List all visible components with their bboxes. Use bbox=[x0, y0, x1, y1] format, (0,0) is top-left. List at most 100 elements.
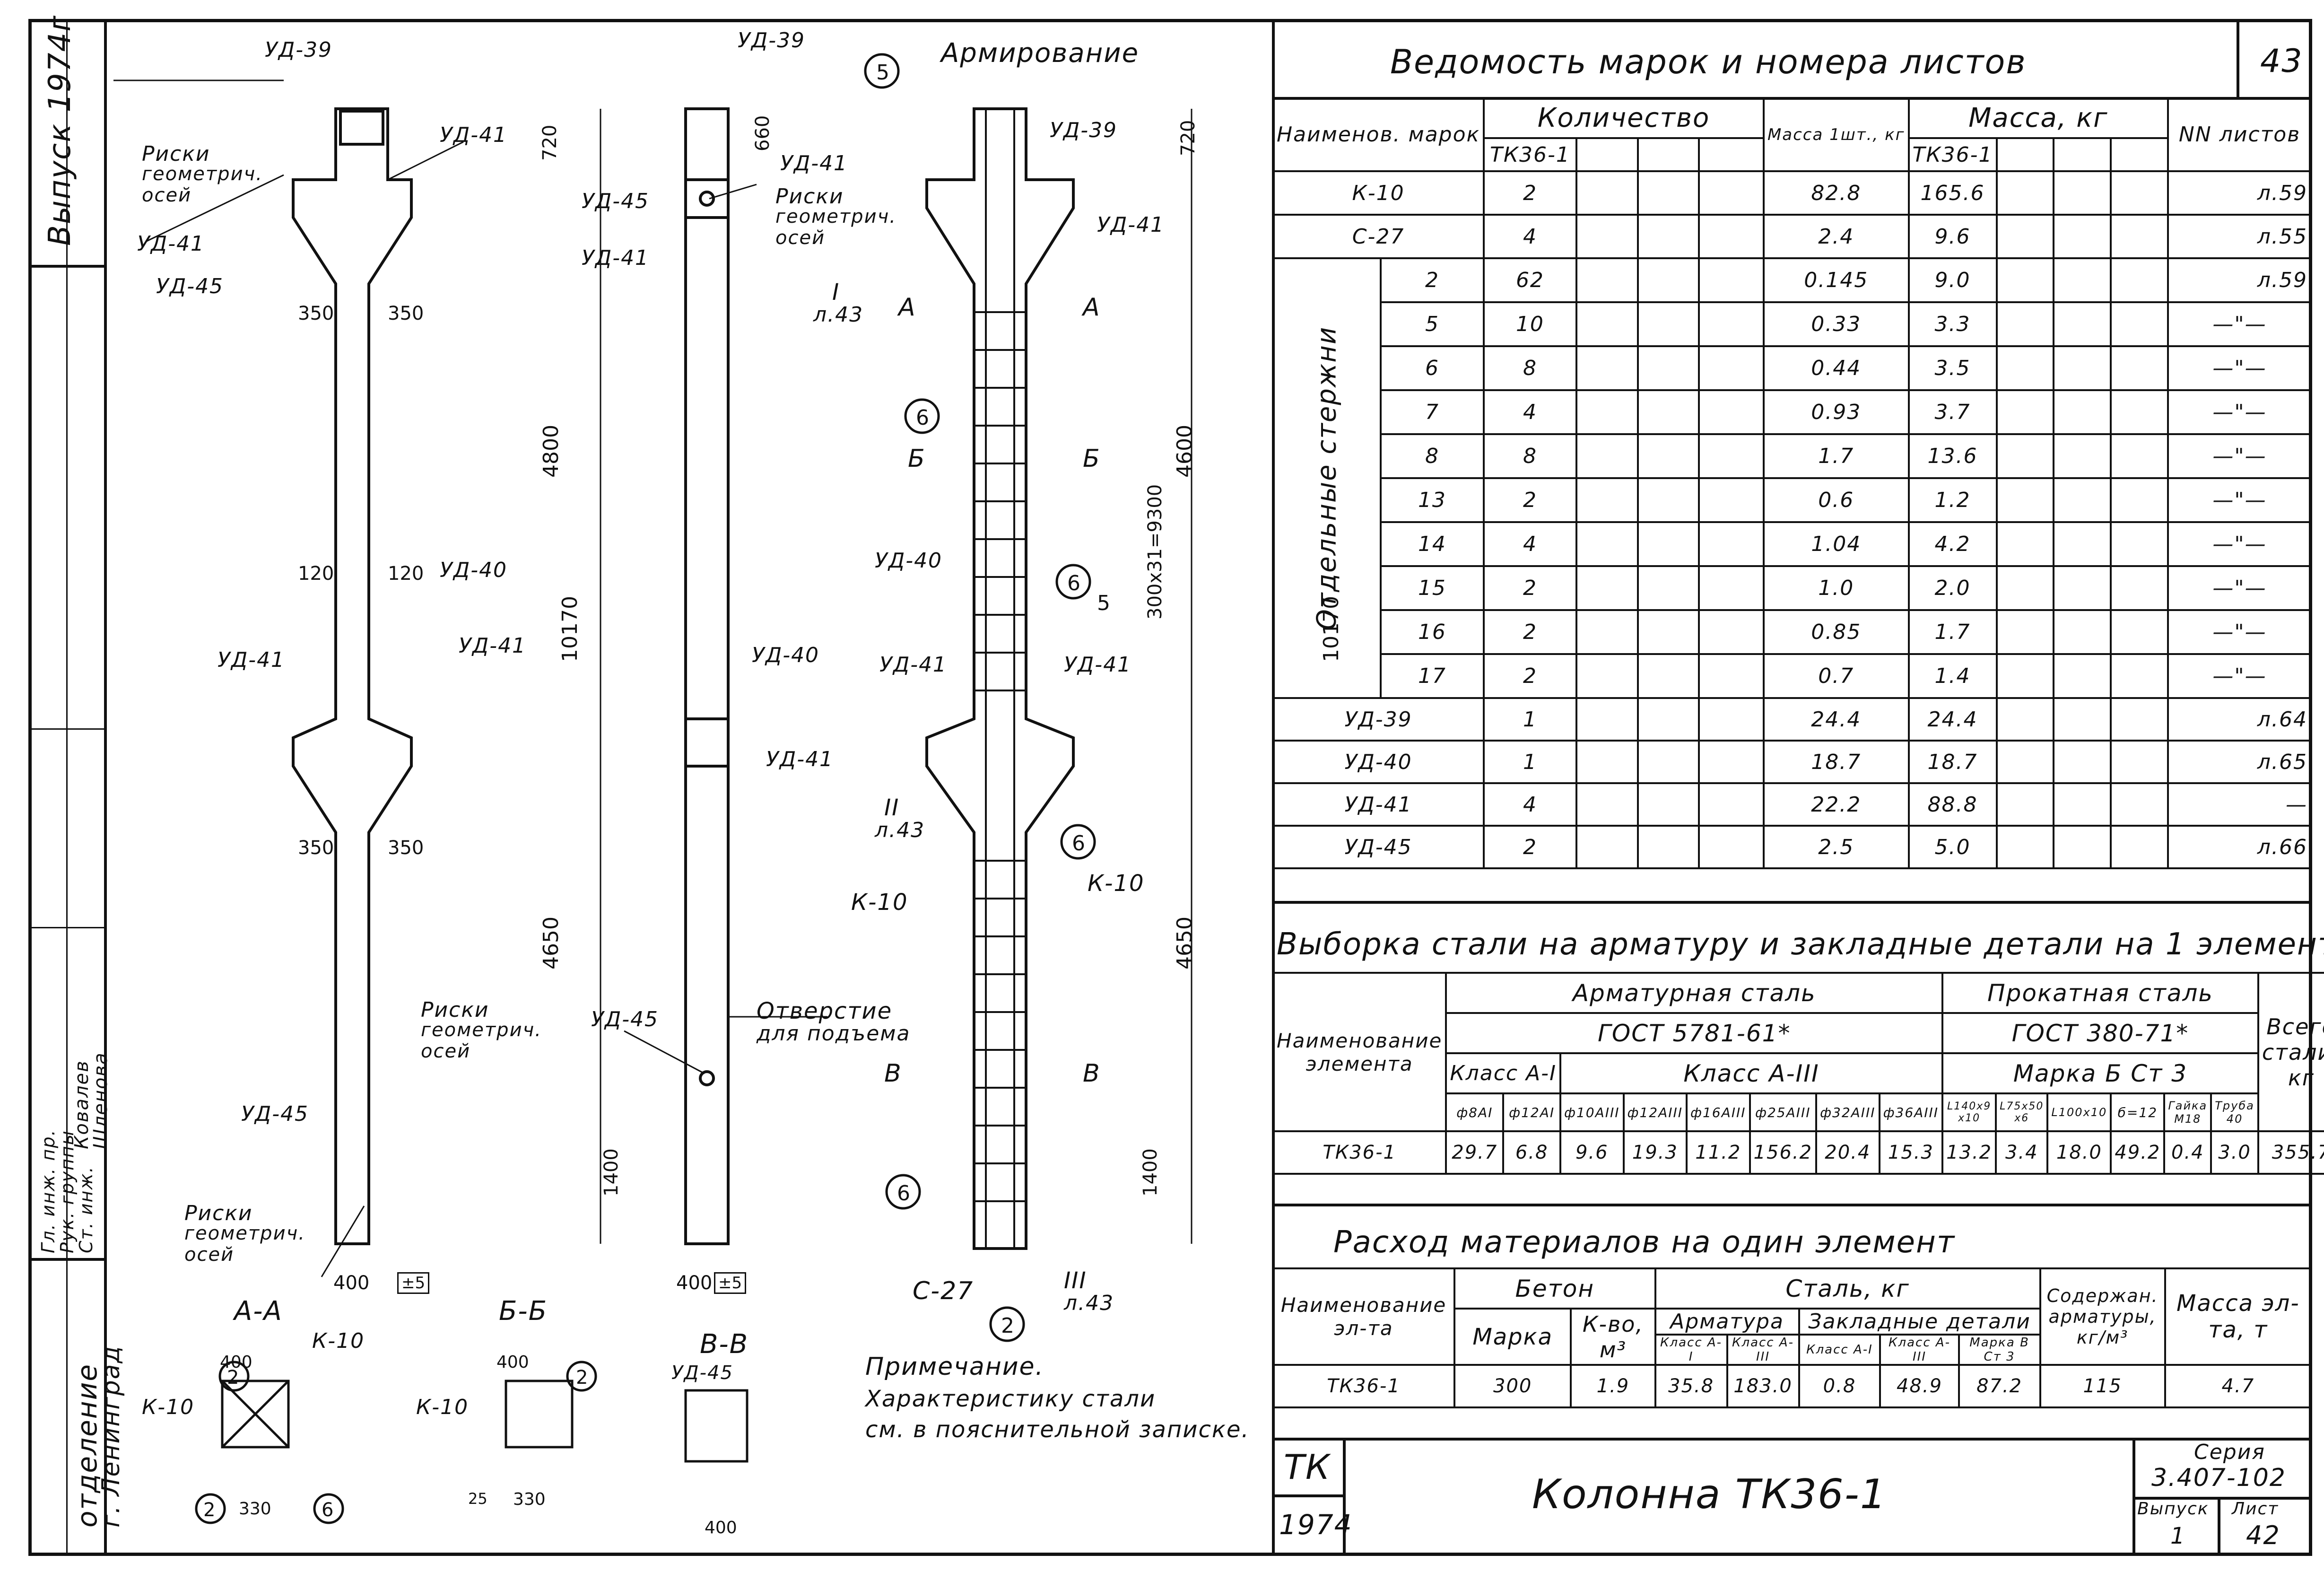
label-k10-r: К-10 bbox=[1088, 870, 1145, 897]
label-ud39-side: УД-39 bbox=[738, 28, 806, 52]
pos-6-a: 6 bbox=[916, 406, 929, 430]
stamp-year: 1974 bbox=[1279, 1509, 1353, 1541]
column-front-outline bbox=[292, 107, 413, 1245]
dim-400-front: 400 bbox=[333, 1272, 370, 1294]
rashod-title: Расход материалов на один элемент bbox=[1333, 1225, 1956, 1260]
dim-1400-arm: 1400 bbox=[1140, 1148, 1161, 1196]
label-ud45-vv: УД-45 bbox=[671, 1362, 733, 1384]
axis-mark bbox=[699, 191, 715, 207]
table-row: 15 2 1.0 2.0 —"— bbox=[1273, 565, 2312, 611]
section-vv-title: В-В bbox=[700, 1329, 749, 1360]
pos-2: 2 bbox=[1001, 1314, 1014, 1338]
table-row: С-27 4 2.4 9.6 л.55 bbox=[1271, 214, 2312, 259]
dim-350-c: 350 bbox=[298, 837, 334, 859]
pos-5-mid: 5 bbox=[1097, 591, 1110, 615]
table-row: 17 2 0.7 1.4 —"— bbox=[1273, 653, 2312, 699]
label-riski-bottom-2: геометрич. bbox=[184, 1223, 305, 1244]
sheet-number-border bbox=[2237, 19, 2239, 97]
label-sec-i: I bbox=[832, 279, 840, 306]
stamp-row-border bbox=[2133, 1497, 2312, 1500]
role-1: Гл. инж. пр. bbox=[38, 1129, 59, 1253]
vyborka-h-class1: Класс А-I bbox=[1445, 1052, 1562, 1094]
dim-300x31: 300х31=9300 bbox=[1144, 484, 1166, 620]
sidebar-divider bbox=[28, 1258, 104, 1261]
label-sec-ii: II bbox=[884, 795, 900, 821]
vyborka-h-prokat: Прокатная сталь bbox=[1941, 972, 2259, 1014]
dim-1400: 1400 bbox=[601, 1148, 622, 1196]
group-label: Отдельные стержни bbox=[1311, 326, 1342, 630]
label-sec-iii: III bbox=[1064, 1267, 1087, 1294]
note-line-1: Характеристику стали bbox=[865, 1386, 1156, 1412]
rashod-h-massa: Масса эл-та, т bbox=[2164, 1267, 2313, 1366]
vyborka-h-class3: Класс А-III bbox=[1559, 1052, 1944, 1094]
section-vv bbox=[684, 1389, 749, 1463]
group-cell: Отдельные стержни bbox=[1272, 257, 1382, 699]
note-title: Примечание. bbox=[865, 1353, 1044, 1381]
rashod-h-marka: Марка bbox=[1454, 1308, 1572, 1366]
label-sec-ii-ref: л.43 bbox=[875, 818, 925, 842]
cut-a-left: А bbox=[898, 293, 916, 322]
column-drawings bbox=[113, 53, 1192, 1524]
pos-2-aa: 2 bbox=[227, 1367, 239, 1389]
armirovanie-title: Армирование bbox=[941, 38, 1140, 69]
table-row: Отдельные стержни 2 62 0.145 9.0 л.59 bbox=[1272, 257, 2312, 699]
stamp-row-border bbox=[1272, 1494, 1343, 1497]
table-row: УД-41 4 22.2 88.8 — bbox=[1271, 782, 2312, 827]
vedomost-title: Ведомость марок и номера листов bbox=[1390, 43, 2027, 81]
stamp-title: Колонна ТК36-1 bbox=[1532, 1471, 1887, 1518]
label-ud39: УД-39 bbox=[265, 38, 333, 62]
dim-660: 660 bbox=[752, 115, 774, 151]
pos-5-top: 5 bbox=[876, 61, 889, 85]
dim-4650: 4650 bbox=[539, 917, 563, 969]
cut-b-right: Б bbox=[1083, 445, 1101, 473]
sidebar-border bbox=[104, 19, 107, 1556]
vyborka-h-gost1: ГОСТ 5781-61* bbox=[1445, 1012, 1944, 1054]
label-riski-2: геометрич. bbox=[142, 163, 263, 185]
dim-400-vv: 400 bbox=[705, 1518, 737, 1537]
dim-400-aa: 400 bbox=[220, 1353, 252, 1372]
pos-2-bb: 2 bbox=[576, 1367, 588, 1389]
sheet-number: 43 bbox=[2260, 43, 2303, 80]
vyborka-h-name: Наименование элемента bbox=[1271, 972, 1447, 1132]
column-reinforcement-outline bbox=[925, 107, 1075, 1250]
rashod-table: Наименование эл-та Бетон Сталь, кг Содер… bbox=[1271, 1267, 2313, 1408]
table-row: 6 8 0.44 3.5 —"— bbox=[1273, 345, 2312, 391]
role-3: Ст. инж. bbox=[76, 1166, 96, 1253]
pos-6-d: 6 bbox=[897, 1181, 910, 1205]
section-aa-title: А-А bbox=[234, 1296, 283, 1327]
column-side-outline bbox=[684, 107, 730, 1245]
stamp-seria-label: Серия bbox=[2194, 1440, 2265, 1464]
cut-v-left: В bbox=[884, 1059, 902, 1088]
dim-4800: 4800 bbox=[539, 425, 563, 478]
label-riski-low-2: геометрич. bbox=[421, 1019, 542, 1041]
col-header-name: Наименов. марок bbox=[1271, 97, 1485, 172]
label-ud41-arm-mid-r: УД-41 bbox=[1064, 653, 1132, 677]
dim-120-a: 120 bbox=[298, 563, 334, 585]
pos-6-b: 6 bbox=[1067, 571, 1080, 595]
table-row: УД-39 1 24.4 24.4 л.64 bbox=[1271, 697, 2312, 742]
section-divider bbox=[1272, 1204, 2312, 1206]
vedomost-table: Наименов. марок Количество Масса 1шт., к… bbox=[1271, 97, 2312, 869]
vyborka-h-marka: Марка Б Ст 3 bbox=[1941, 1052, 2259, 1094]
label-ud45-low: УД-45 bbox=[591, 1007, 659, 1031]
dim-350-b: 350 bbox=[388, 303, 424, 324]
rashod-h-soder: Содержан. арматуры, кг/м³ bbox=[2039, 1267, 2166, 1366]
stamp-col-border bbox=[1343, 1438, 1346, 1556]
cut-a-right: А bbox=[1083, 293, 1101, 322]
pos-6-aa: 6 bbox=[322, 1499, 334, 1521]
dim-400-side: 400 bbox=[676, 1272, 713, 1294]
rashod-h-arm: Арматура bbox=[1654, 1308, 1800, 1336]
col-header-unit-mass: Масса 1шт., кг bbox=[1762, 97, 1910, 172]
label-ud41-side: УД-41 bbox=[582, 246, 650, 270]
label-ud41-mid: УД-41 bbox=[459, 634, 527, 658]
label-riski-low-3: осей bbox=[421, 1040, 471, 1062]
lifting-hole bbox=[699, 1070, 715, 1086]
section-divider bbox=[1272, 901, 2312, 904]
label-ud45: УД-45 bbox=[156, 274, 224, 298]
dim-25-bb: 25 bbox=[468, 1490, 487, 1508]
sidebar-divider bbox=[28, 265, 104, 268]
label-ud40-side: УД-40 bbox=[752, 643, 820, 667]
pos-2-aa-b: 2 bbox=[203, 1499, 216, 1521]
col-header-tk-mass: ТК36-1 bbox=[1907, 137, 1998, 172]
